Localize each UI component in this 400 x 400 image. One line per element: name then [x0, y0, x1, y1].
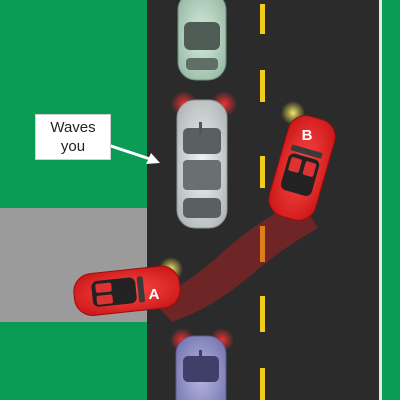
road-edge-line: [379, 0, 382, 400]
callout-line-1: Waves: [50, 119, 96, 136]
callout-waves-you: Waves you: [35, 114, 111, 160]
car-a-label: A: [149, 286, 160, 303]
car-b-label: B: [302, 127, 313, 144]
center-lane-markings: [260, 4, 265, 400]
green-car: [177, 0, 227, 81]
car-b: B: [268, 101, 336, 221]
car-a: A: [73, 257, 183, 316]
callout-line-2: you: [60, 138, 86, 155]
pointer-arrow-icon: [107, 143, 160, 164]
silver-car: [171, 91, 237, 229]
turning-path-icon: [152, 200, 318, 322]
blue-car: [170, 328, 234, 400]
